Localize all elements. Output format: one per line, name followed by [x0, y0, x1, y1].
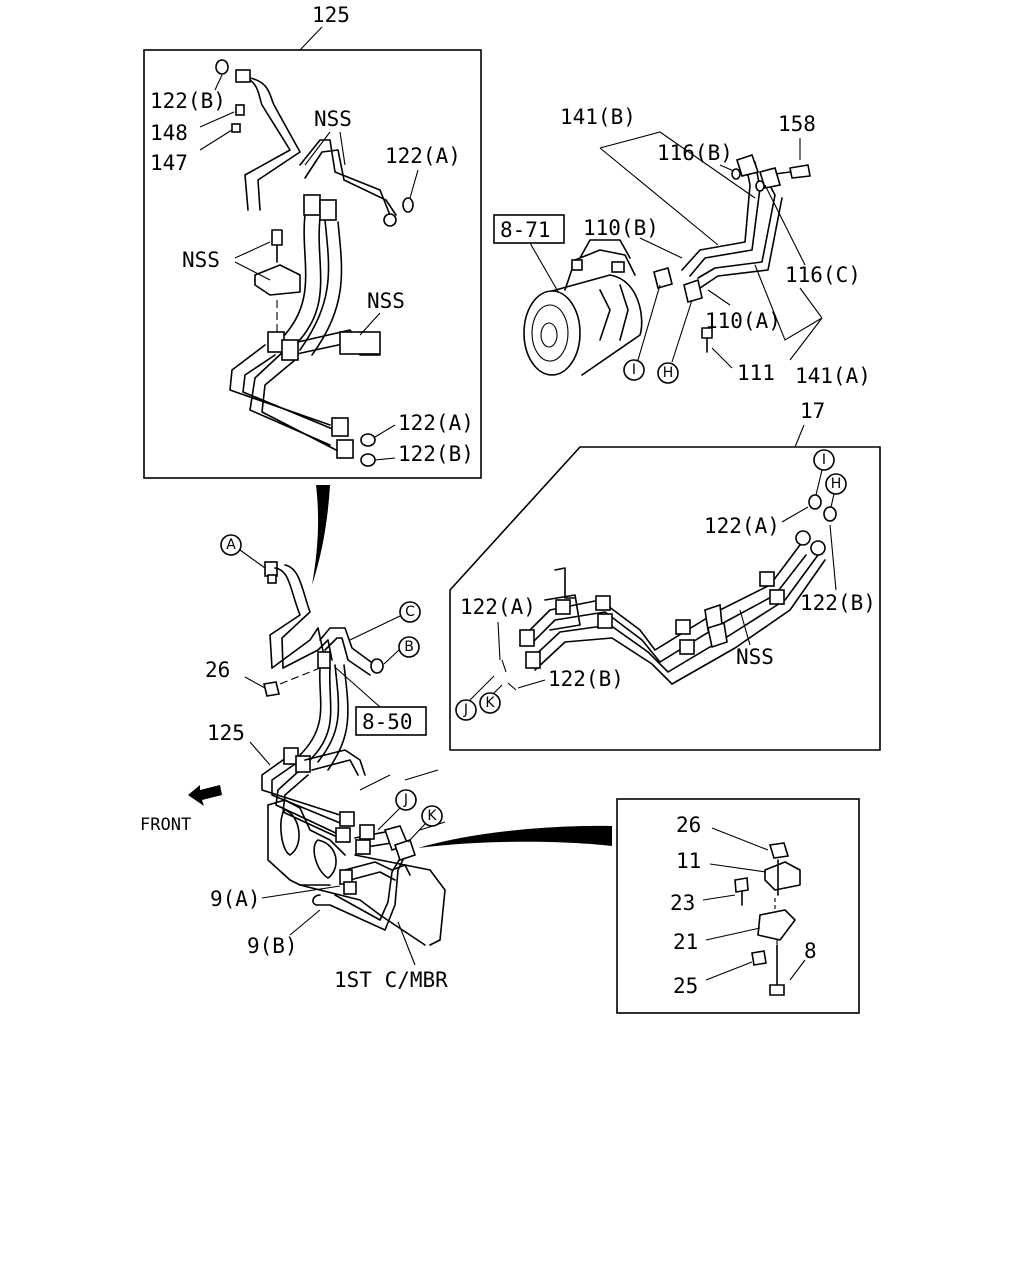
- label-122a-r: 122(A): [704, 514, 780, 538]
- callout-C: C: [399, 601, 421, 623]
- callout-J-main: J: [395, 789, 417, 811]
- label-21: 21: [673, 930, 698, 954]
- callout-H-right: H: [825, 473, 847, 508]
- label-141b: 141(B): [560, 105, 636, 129]
- front-arrow: [188, 785, 222, 806]
- callout-B: B: [398, 636, 420, 658]
- callout-I-right: I: [813, 449, 835, 496]
- label-116c: 116(C): [785, 263, 861, 287]
- inset-hose-17: 17 122(A) 122(A) 122(B) 122(B): [449, 399, 881, 751]
- svg-text:A: A: [226, 537, 236, 553]
- callout-I-top: I: [623, 359, 645, 381]
- callout-K-right: K: [479, 692, 501, 714]
- inset-hose-125: 125: [143, 3, 482, 479]
- svg-text:C: C: [405, 604, 415, 620]
- label-141a: 141(A): [795, 364, 871, 388]
- svg-text:K: K: [427, 808, 437, 824]
- svg-text:J: J: [463, 702, 468, 718]
- compressor-group: 141(B) 116(B) 158 8-71 110(B): [493, 105, 871, 388]
- label-26-main: 26: [205, 658, 230, 682]
- label-122b-l: 122(B): [548, 667, 624, 691]
- label-1st-cmbr: 1ST C/MBR: [334, 968, 448, 992]
- label-11: 11: [676, 849, 701, 873]
- label-8-bracket: 8: [804, 939, 817, 963]
- label-17: 17: [800, 399, 825, 423]
- callout-K-main: K: [421, 805, 443, 827]
- label-125-top: 125: [312, 3, 350, 27]
- label-122b-top: 122(B): [150, 89, 226, 113]
- label-25: 25: [673, 974, 698, 998]
- label-8-50: 8-50: [362, 710, 413, 734]
- inset2-frame: [449, 446, 881, 751]
- label-111: 111: [737, 361, 775, 385]
- callout-J-right: J: [455, 699, 477, 721]
- svg-text:H: H: [831, 476, 842, 492]
- label-front: FRONT: [140, 815, 191, 835]
- inset-frame: [143, 49, 482, 479]
- svg-text:I: I: [822, 452, 826, 468]
- callout-A: A: [220, 534, 242, 556]
- svg-text:H: H: [663, 365, 674, 381]
- label-116b: 116(B): [657, 141, 733, 165]
- inset-bracket: 26 11 23 21 25 8: [616, 798, 860, 1014]
- label-9a: 9(A): [210, 887, 261, 911]
- svg-text:K: K: [485, 695, 495, 711]
- label-147: 147: [150, 151, 188, 175]
- label-9b: 9(B): [247, 934, 298, 958]
- label-122b-r: 122(B): [800, 591, 876, 615]
- sweep-arrow-1: [312, 485, 330, 585]
- callout-H-top: H: [657, 362, 679, 384]
- label-nss-left: NSS: [182, 248, 220, 272]
- label-125-main: 125: [207, 721, 245, 745]
- sweep-arrow-2: [418, 825, 612, 848]
- label-nss-i2: NSS: [736, 645, 774, 669]
- label-23: 23: [670, 891, 695, 915]
- label-8-71: 8-71: [500, 218, 551, 242]
- inset3-frame: [616, 798, 860, 1014]
- main-assembly: A C B 26 8-50 125: [140, 534, 448, 992]
- ref-box-8-50: [355, 706, 427, 736]
- fitting: [235, 69, 251, 83]
- label-122a-top: 122(A): [385, 144, 461, 168]
- label-148: 148: [150, 121, 188, 145]
- label-nss-right: NSS: [367, 289, 405, 313]
- label-110b: 110(B): [583, 216, 659, 240]
- ref-box-8-71: [493, 214, 565, 244]
- label-26-bracket: 26: [676, 813, 701, 837]
- label-158: 158: [778, 112, 816, 136]
- svg-text:I: I: [632, 362, 636, 378]
- label-110a: 110(A): [705, 309, 781, 333]
- label-122b-bot: 122(B): [398, 442, 474, 466]
- label-nss-top: NSS: [314, 107, 352, 131]
- label-122a-bot: 122(A): [398, 411, 474, 435]
- label-122a-l: 122(A): [460, 595, 536, 619]
- svg-text:B: B: [404, 639, 414, 655]
- svg-text:J: J: [403, 792, 408, 808]
